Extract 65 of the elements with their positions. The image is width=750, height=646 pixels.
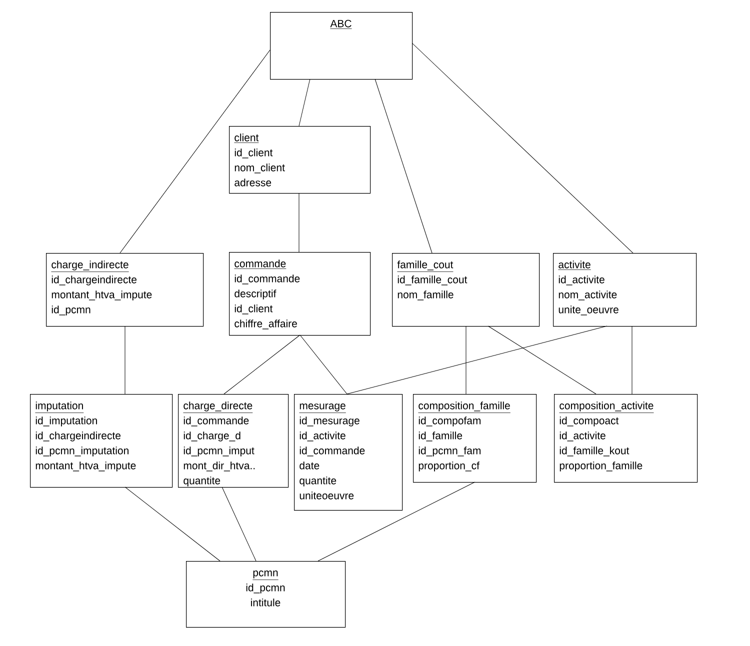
attribute-text: id_client [234,304,273,314]
entity-title: commande [234,260,286,269]
attribute-text: nom_activite [558,290,617,300]
attribute-text: id_commande [234,274,300,284]
entity-title: imputation [35,402,84,413]
attribute-text: id_pcmn_imput [184,446,254,456]
attribute-text: mont_dir_htva.. [184,462,255,472]
attribute-text: montant_htva_impute [52,290,152,300]
attribute-text: id_mesurage [300,416,360,426]
entity-title: composition_famille [418,402,511,413]
attribute-text: proportion_cf [418,462,480,472]
connector-line [300,334,348,394]
entity-title: mesurage [299,404,346,413]
entity-title: ABC [330,20,352,29]
entity-title: famille_cout [397,260,454,272]
connector-line [298,192,300,252]
attribute-text: id_famille_cout [398,276,468,286]
attribute-text: nom_famille [398,290,454,300]
connector-line [298,78,310,126]
connector-line [224,334,300,394]
connector-line [318,482,476,562]
attribute-text: chiffre_affaire [234,320,297,330]
attribute-text: id_compofam [418,416,481,426]
attribute-text: id_imputation [36,416,97,426]
connector-line [412,42,634,254]
connector-line [346,326,608,394]
attribute-text: id_chargeindirecte [52,276,136,286]
connector-line [374,78,432,254]
attribute-text: id_chargeindirecte [36,432,120,442]
attribute-text: id_pcmn [246,584,285,594]
attribute-text: id_commande [184,416,249,426]
attribute-text: nom_client [234,164,285,174]
attribute-text: id_pcmn_fam [418,446,481,456]
attribute-text: id_pcmn_imputation [36,446,128,456]
attribute-text: descriptif [234,290,276,300]
entity-title: charge_indirecte [51,260,130,272]
attribute-text: uniteoeuvre [300,492,354,500]
entity-title: activite [558,260,592,270]
connector-line [120,50,270,254]
connector-line [124,326,126,394]
attribute-text: id_charge_d [184,432,240,442]
attribute-text: intitule [251,598,280,606]
attribute-text: id_client [234,148,273,158]
attribute-text: id_activite [560,432,606,442]
attribute-text: date [300,462,320,470]
attribute-text: id_activite [300,432,346,442]
attribute-text: unite_oeuvre [558,306,618,316]
connector-line [488,326,596,394]
entity-title: pcmn [252,570,279,580]
attribute-text: id_famille_kout [560,446,630,456]
entity-title: charge_directe [183,402,253,413]
entity-title: composition_activite [559,402,654,413]
entity-title: client [234,134,259,143]
attribute-text: id_famille [418,432,462,442]
attribute-text: adresse [234,178,272,186]
attribute-text: id_commande [300,446,365,456]
attribute-text: proportion_famille [560,462,642,472]
attribute-text: id_compoact [560,416,619,426]
attribute-text: montant_htva_impute [36,462,136,472]
attribute-text: quantite [300,476,336,486]
connector-line [124,486,220,562]
attribute-text: id_activite [558,276,604,286]
attribute-text: id_pcmn [52,306,90,316]
attribute-text: quantite [184,476,220,486]
connector-line [222,486,256,562]
